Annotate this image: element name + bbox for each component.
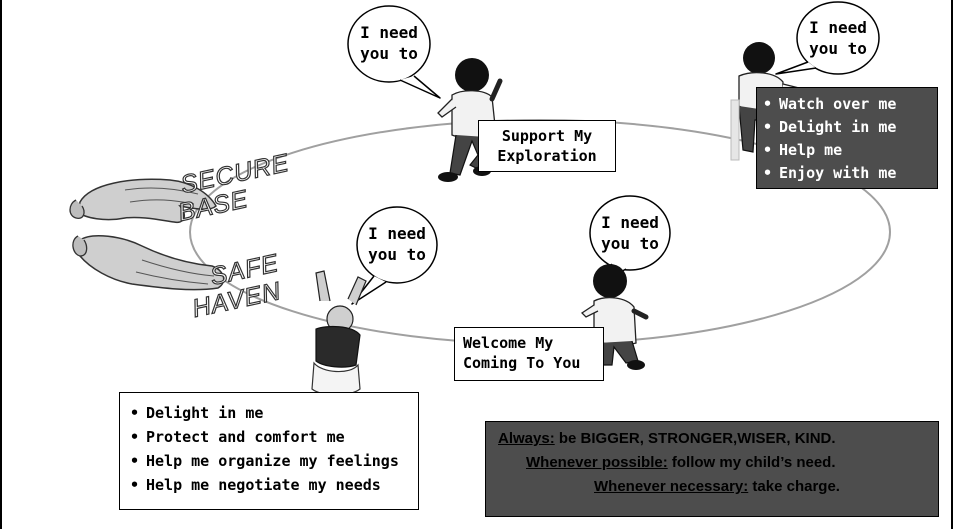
- speech-bubble-top-center: [347, 5, 441, 99]
- speech-bubble-middle: [351, 206, 438, 305]
- bottom-left-need-item: Help me negotiate my needs: [130, 473, 408, 497]
- top-right-need-item: Help me: [763, 139, 931, 162]
- bubble-text-top-right: I need you to: [809, 18, 867, 58]
- top-right-need-item: Enjoy with me: [763, 162, 931, 185]
- top-right-need-item: Delight in me: [763, 116, 931, 139]
- child-arms-up-icon: [311, 270, 367, 396]
- top-right-needs-box: Watch over me Delight in me Help me Enjo…: [756, 87, 938, 189]
- rules-box: Always: be BIGGER, STRONGER,WISER, KIND.…: [485, 421, 939, 517]
- rule-possible-label: Whenever possible:: [526, 454, 668, 471]
- bottom-left-need-item: Help me organize my feelings: [130, 449, 408, 473]
- rule-necessary: Whenever necessary: take charge.: [594, 478, 840, 495]
- bubble-text-top-center: I need you to: [360, 23, 418, 63]
- rule-possible-text: follow my child’s need.: [667, 454, 836, 471]
- bubble-text-middle: I need you to: [368, 224, 426, 264]
- rule-necessary-text: take charge.: [748, 478, 840, 495]
- rule-always-label: Always:: [498, 430, 555, 447]
- lower-hand-icon: [72, 235, 225, 291]
- bottom-left-needs-box: Delight in me Protect and comfort me Hel…: [119, 392, 419, 510]
- rule-necessary-label: Whenever necessary:: [594, 478, 749, 495]
- upper-hand-icon: [69, 178, 217, 224]
- speech-bubble-top-right: [775, 1, 880, 75]
- rule-always-text: be BIGGER, STRONGER,WISER, KIND.: [554, 430, 836, 447]
- rule-possible: Whenever possible: follow my child’s nee…: [526, 454, 836, 471]
- bottom-left-need-item: Protect and comfort me: [130, 425, 408, 449]
- support-exploration-box: Support My Exploration: [478, 120, 616, 172]
- welcome-coming-box: Welcome My Coming To You: [454, 327, 604, 381]
- left-border: [0, 0, 2, 529]
- top-right-need-item: Watch over me: [763, 93, 931, 116]
- bubble-text-right-middle: I need you to: [601, 213, 659, 253]
- bottom-left-need-item: Delight in me: [130, 401, 408, 425]
- child-walking-right-icon: [580, 264, 649, 370]
- right-border: [951, 0, 953, 529]
- rule-always: Always: be BIGGER, STRONGER,WISER, KIND.: [498, 430, 836, 447]
